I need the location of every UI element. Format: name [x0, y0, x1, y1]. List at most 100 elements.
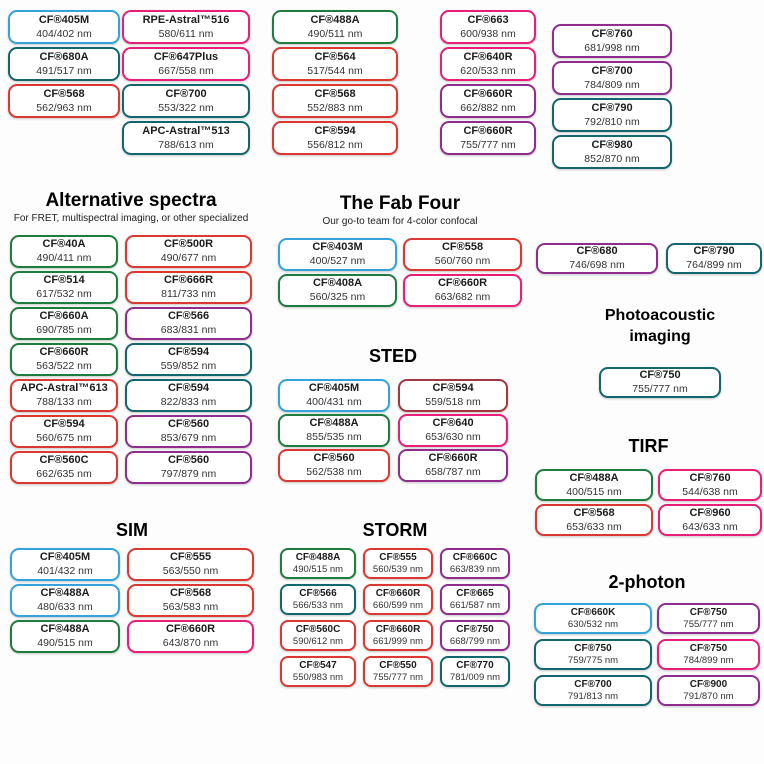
dye-wavelengths: 556/812 nm	[307, 138, 363, 151]
dye-name: CF®700	[165, 87, 207, 100]
dye-name: CF®770	[456, 659, 494, 671]
dye-wavelengths: 663/682 nm	[434, 291, 491, 304]
dye-wavelengths: 822/833 nm	[160, 396, 217, 409]
dye-wavelengths: 784/899 nm	[683, 655, 734, 667]
dye-name: CF®660R	[165, 623, 216, 636]
dye-name: CF®594	[167, 346, 210, 359]
dye-name: CF®660R	[428, 452, 478, 465]
dye-wavelengths: 550/983 nm	[292, 672, 344, 684]
dye-name: CF®750	[639, 369, 681, 382]
dye-wavelengths: 791/870 nm	[683, 691, 734, 703]
dye-wavelengths: 792/810 nm	[584, 115, 640, 128]
dye-wavelengths: 643/633 nm	[682, 520, 738, 533]
dye-wavelengths: 653/630 nm	[425, 431, 481, 444]
dye-name: APC-Astral™613	[20, 382, 108, 395]
dye-wavelengths: 852/870 nm	[584, 152, 640, 165]
dye-name: CF®750	[689, 642, 728, 654]
dye-wavelengths: 600/938 nm	[460, 27, 516, 40]
dye-name: CF®900	[689, 678, 728, 690]
section-title: STORM	[362, 520, 428, 540]
dye-name: CF®960	[689, 506, 731, 519]
dye-wavelengths: 755/777 nm	[460, 138, 516, 151]
dye-wavelengths: 552/883 nm	[307, 101, 363, 114]
dye-name: CF®980	[591, 138, 633, 151]
section-fab-four: The Fab Four Our go-to team for 4-color …	[278, 193, 522, 307]
dye-wavelengths: 562/538 nm	[306, 466, 362, 479]
dye-wavelengths: 791/813 nm	[567, 691, 619, 703]
dye-name: CF®560	[167, 418, 210, 431]
dye-name: CF®660R	[39, 346, 89, 359]
dye-wavelengths: 491/517 nm	[36, 64, 92, 77]
dye-wavelengths: 781/009 nm	[449, 672, 501, 684]
section-title: Photoacoustic imaging	[604, 307, 716, 345]
dye-name: CF®660A	[39, 310, 89, 323]
dye-name: CF®566	[299, 587, 337, 599]
dye-wavelengths: 562/963 nm	[36, 101, 92, 114]
dye-wavelengths: 690/785 nm	[36, 324, 92, 337]
dye-name: CF®640	[432, 417, 474, 430]
dye-name: CF®700	[591, 64, 633, 77]
dye-wavelengths: 401/432 nm	[37, 565, 93, 578]
dye-name: CF®500R	[163, 238, 214, 251]
section-alternative-spectra: Alternative spectra For FRET, multispect…	[10, 190, 252, 484]
dye-name: CF®488A	[310, 13, 360, 26]
dye-name: CF®405M	[38, 13, 90, 26]
dye-wavelengths: 559/852 nm	[160, 360, 217, 373]
dye-wavelengths: 490/515 nm	[37, 637, 93, 650]
dye-name: CF®660R	[463, 87, 513, 100]
section-subtitle: Our go-to team for 4-color confocal	[322, 216, 478, 227]
dye-wavelengths: 490/411 nm	[36, 252, 92, 265]
dye-wavelengths: 620/533 nm	[460, 64, 516, 77]
dye-wavelengths: 563/583 nm	[162, 601, 219, 614]
dye-wavelengths: 755/777 nm	[683, 619, 734, 631]
dye-name: RPE-Astral™516	[142, 13, 230, 26]
dye-wavelengths: 683/831 nm	[160, 324, 217, 337]
dye-name: CF®660R	[375, 587, 421, 599]
dye-name: CF®680A	[39, 50, 89, 63]
dye-name: CF®555	[379, 551, 417, 563]
dye-name: CF®514	[43, 274, 85, 287]
dye-name: CF®760	[689, 471, 731, 484]
dye-wavelengths: 560/325 nm	[309, 291, 366, 304]
dye-name: CF®488A	[40, 623, 90, 636]
